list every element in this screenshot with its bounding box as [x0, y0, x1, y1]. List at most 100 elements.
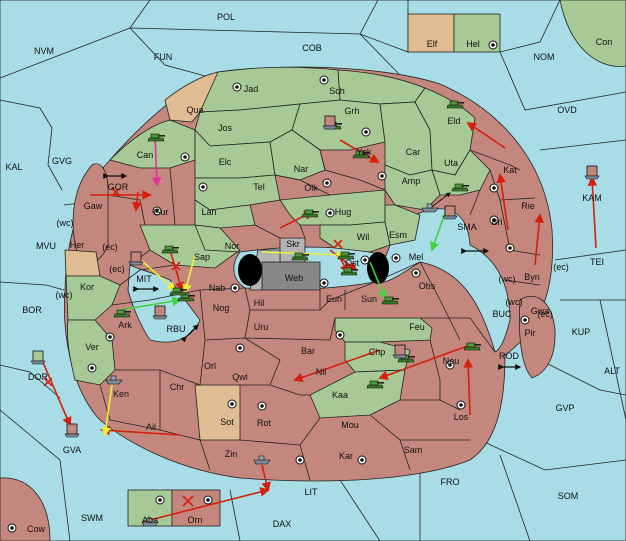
sea-label: GVG — [52, 156, 72, 166]
province-label: Rot — [257, 418, 272, 428]
sea-label: FUN — [154, 52, 173, 62]
province-label: Olk — [304, 183, 318, 193]
sea-label: DOR — [28, 372, 49, 382]
coast-label: (wc) — [499, 274, 516, 284]
sea-label: SWM — [81, 513, 103, 523]
sea-label: MVU — [36, 241, 56, 251]
province-label: Pir — [525, 328, 536, 338]
province-label: Sch — [329, 86, 345, 96]
sea-label: ROD — [499, 351, 520, 361]
province-label: Hil — [254, 298, 265, 308]
province-label: Gaw — [84, 201, 103, 211]
province-label: Byn — [524, 272, 540, 282]
province-label: Rie — [521, 201, 535, 211]
army-unit — [442, 205, 458, 220]
province-her[interactable] — [64, 249, 101, 277]
sea-border — [0, 364, 61, 399]
province-label: Aba — [142, 515, 158, 525]
army-unit — [392, 344, 408, 359]
coast-label: (ec) — [553, 262, 569, 272]
province-label: Wil — [357, 232, 370, 242]
province-label: Qua — [186, 105, 203, 115]
province-ver[interactable] — [67, 319, 116, 386]
sea-label: OVD — [557, 105, 577, 115]
province-label: Car — [406, 147, 421, 157]
province-can[interactable] — [109, 119, 196, 169]
sea-border — [339, 479, 381, 541]
province-label: Neu — [443, 356, 460, 366]
province-amp[interactable] — [384, 164, 441, 211]
sea-label: NOM — [534, 52, 555, 62]
province-label: Mou — [341, 420, 359, 430]
province-pir[interactable] — [518, 295, 556, 379]
province-label: Uru — [254, 322, 269, 332]
province-label: Web — [285, 273, 303, 283]
sea-border — [499, 51, 626, 111]
province-label: Jos — [218, 123, 233, 133]
sea-border — [539, 359, 626, 396]
province-label: Amp — [402, 176, 421, 186]
sea-border — [554, 249, 626, 261]
sea-label: MIT — [136, 274, 152, 284]
province-label: Ail — [146, 422, 156, 432]
coast-label: (wc) — [56, 290, 73, 300]
sea-label: KAL — [5, 162, 22, 172]
province-label: Orl — [204, 361, 216, 371]
province-label: Bri — [492, 217, 503, 227]
sea-border — [0, 409, 71, 541]
sea-label: SMA — [457, 222, 477, 232]
sea-border — [0, 99, 63, 191]
west-lagoon — [127, 264, 201, 343]
sea-label: NVM — [34, 46, 54, 56]
sea-label: LIT — [304, 487, 318, 497]
province-border — [107, 194, 146, 226]
province-label: Jad — [244, 84, 259, 94]
sea-label: DAX — [273, 519, 292, 529]
province-label: Los — [454, 412, 469, 422]
province-label: Nil — [316, 367, 327, 377]
province-uta[interactable] — [431, 149, 491, 196]
province-label: Lan — [201, 207, 216, 217]
sea-label: SOM — [558, 491, 579, 501]
province-label: Nab — [209, 283, 226, 293]
province-label: Kor — [80, 282, 94, 292]
sea-label: ALT — [604, 366, 620, 376]
province-label: Esm — [389, 230, 407, 240]
province-label: Gur — [153, 207, 168, 217]
province-labels: POLNVMFUNCOBNOMConOVDKALGVGMVUBORKAMTEIK… — [5, 12, 620, 534]
army-unit — [152, 305, 168, 320]
coast-label: (ec) — [537, 309, 553, 319]
province-label: Skr — [286, 239, 300, 249]
supply-centers — [7, 40, 530, 533]
province-label: Feu — [409, 322, 425, 332]
province-sot[interactable] — [194, 384, 241, 441]
sea-label: FRO — [441, 477, 460, 487]
province-label: Eun — [326, 294, 342, 304]
province-label: Kaa — [332, 390, 348, 400]
province-label: Sot — [220, 417, 234, 427]
sea-border — [129, 27, 221, 81]
sea-border — [539, 139, 626, 151]
province-qua[interactable] — [164, 71, 219, 123]
coast-label: (wc) — [57, 218, 74, 228]
province-sap[interactable] — [139, 224, 241, 269]
province-label: Hel — [466, 39, 480, 49]
province-label: Can — [137, 150, 154, 160]
province-label: Zin — [225, 449, 238, 459]
province-label: Nor — [225, 241, 240, 251]
army-unit — [64, 423, 80, 438]
province-label: Ver — [85, 342, 99, 352]
army-unit — [322, 115, 338, 130]
province-label: Hug — [335, 207, 352, 217]
sea-label: BUC — [492, 309, 512, 319]
province-label: Yok — [357, 147, 372, 157]
province-label: Obs — [419, 281, 436, 291]
sea-border — [499, 0, 561, 53]
tunnel-west — [238, 254, 262, 286]
sea-label: BOR — [22, 305, 42, 315]
province-label: Kat — [503, 165, 517, 175]
province-eld[interactable] — [414, 87, 476, 176]
sea-label: KUP — [572, 327, 591, 337]
province-label: Uta — [444, 158, 458, 168]
